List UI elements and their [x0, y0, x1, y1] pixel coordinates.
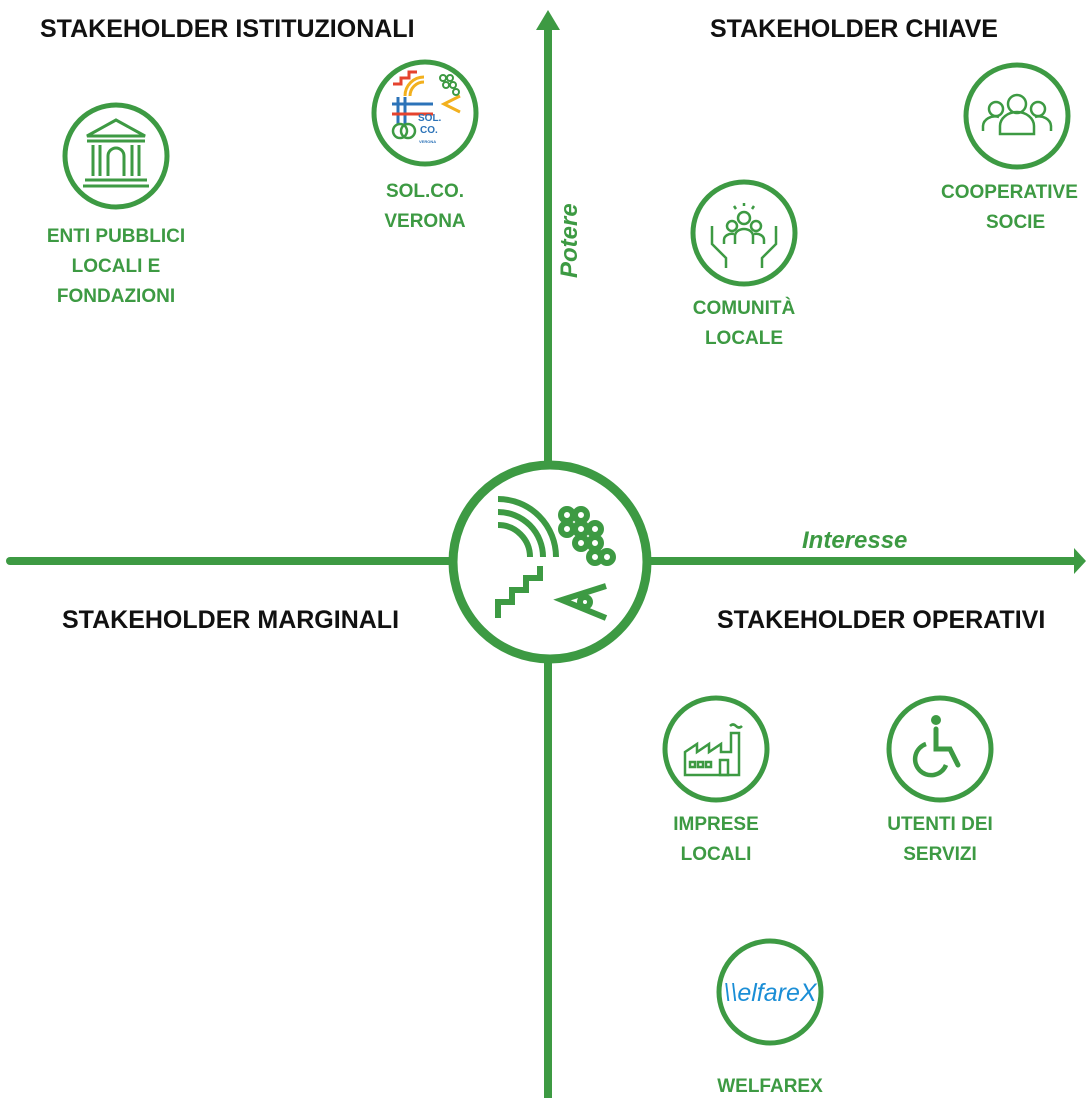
cooperative-node: [963, 62, 1071, 170]
label-utenti-line1: UTENTI DEI: [887, 814, 993, 835]
solco-logo-text2: CO.: [420, 125, 438, 136]
label-solco-line1: SOL.CO.: [385, 181, 465, 202]
welfarex-logo-text: \\elfareX: [723, 979, 817, 1007]
label-welfarex-line1: WELFAREX: [717, 1076, 823, 1097]
comunita-node: [690, 179, 798, 287]
utenti-node: [886, 695, 994, 803]
label-welfarex: WELFAREX: [680, 1072, 860, 1102]
label-comunita: COMUNITÀ LOCALE: [654, 294, 834, 354]
quadrant-title-marginali: STAKEHOLDER MARGINALI: [62, 606, 400, 634]
quadrant-title-chiave: STAKEHOLDER CHIAVE: [710, 15, 998, 43]
x-axis-label: Interesse: [802, 527, 908, 554]
temple-icon: [83, 118, 149, 188]
group-icon: [981, 93, 1053, 136]
label-enti: ENTI PUBBLICI LOCALI E FONDAZIONI: [16, 222, 216, 312]
label-cooperative-line1: COOPERATIVE: [941, 182, 1078, 203]
label-enti-line2: LOCALI E: [71, 256, 161, 277]
y-axis-label: Potere: [556, 203, 583, 278]
welfarex-logo: \\elfareX: [723, 979, 817, 1007]
solco-logo-text3: VERONA: [419, 139, 436, 144]
label-comunita-line2: LOCALE: [704, 328, 784, 349]
factory-icon: [683, 723, 743, 777]
center-logo: [448, 460, 652, 664]
label-cooperative: COOPERATIVE SOCIE: [940, 178, 1086, 238]
label-enti-line1: ENTI PUBBLICI: [46, 226, 186, 247]
solco-logo-text1: SOL.: [418, 113, 442, 124]
imprese-node: [662, 695, 770, 803]
solco-node: SOL. CO. VERONA: [371, 59, 479, 167]
hands-people-icon: [710, 203, 778, 268]
welfarex-node: \\elfareX: [716, 938, 824, 1046]
label-utenti: UTENTI DEI SERVIZI: [850, 810, 1030, 870]
x-axis-arrowhead: [1074, 548, 1086, 574]
label-enti-line3: FONDAZIONI: [56, 286, 176, 307]
label-imprese-line1: IMPRESE: [673, 814, 759, 835]
enti-node: [62, 102, 170, 210]
solco-logo: SOL. CO. VERONA: [391, 70, 461, 144]
label-cooperative-line2: SOCIE: [986, 212, 1046, 233]
label-solco-line2: VERONA: [384, 211, 466, 232]
label-utenti-line2: SERVIZI: [903, 844, 977, 865]
quadrant-title-operativi: STAKEHOLDER OPERATIVI: [717, 606, 1046, 634]
label-comunita-line1: COMUNITÀ: [692, 298, 796, 319]
label-imprese: IMPRESE LOCALI: [626, 810, 806, 870]
quadrant-title-istituzionali: STAKEHOLDER ISTITUZIONALI: [40, 15, 415, 43]
wheelchair-icon: [912, 715, 961, 778]
label-solco: SOL.CO. VERONA: [345, 177, 505, 237]
label-imprese-line2: LOCALI: [680, 844, 752, 865]
y-axis-arrowhead: [536, 10, 560, 30]
cooperative-logo-icon: [495, 496, 616, 621]
